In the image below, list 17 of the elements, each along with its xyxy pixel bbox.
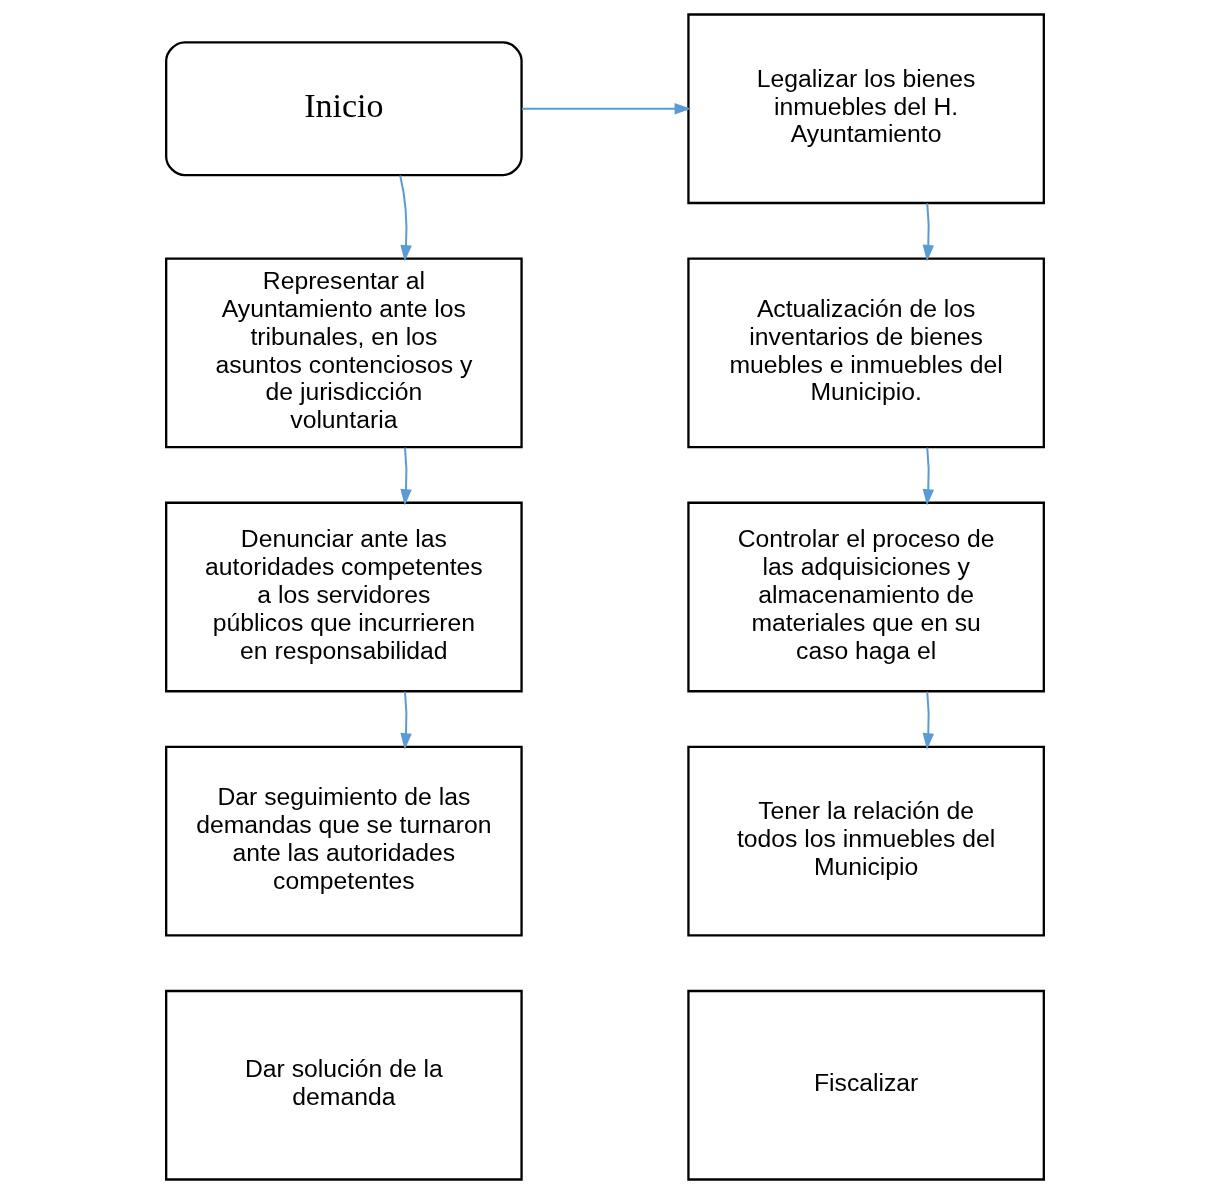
arrow — [399, 691, 412, 750]
node-box: Tener la relación de todos los inmuebles del Municipio — [686, 745, 1045, 937]
arrow — [922, 203, 934, 262]
arrow — [521, 103, 691, 115]
node-box: Dar solución de la demanda — [164, 989, 523, 1181]
arrow — [399, 447, 412, 506]
arrow — [398, 175, 412, 262]
arrow — [922, 691, 934, 750]
node-box: Inicio — [164, 41, 523, 177]
node-box: Actualización de los inventarios de bienes muebles e inmuebles del Municipio. — [686, 257, 1045, 449]
node-box: Legalizar los bienes inmuebles del H. Ayuntamiento — [686, 13, 1045, 205]
node-box: Controlar el proceso de las adquisiciones y almacenamiento de materiales que en su caso haga el — [686, 501, 1045, 693]
node-box: Fiscalizar — [686, 989, 1045, 1181]
node-box: Representar al Ayuntamiento ante los tribunales, en los asuntos contenciosos y de jurisdicción voluntaria — [164, 257, 523, 449]
arrow — [922, 447, 934, 506]
node-box: Denunciar ante las autoridades competentes a los servidores públicos que incurrieren en responsabilidad — [164, 501, 523, 693]
node-box: Dar seguimiento de las demandas que se turnaron ante las autoridades competentes — [164, 745, 523, 937]
